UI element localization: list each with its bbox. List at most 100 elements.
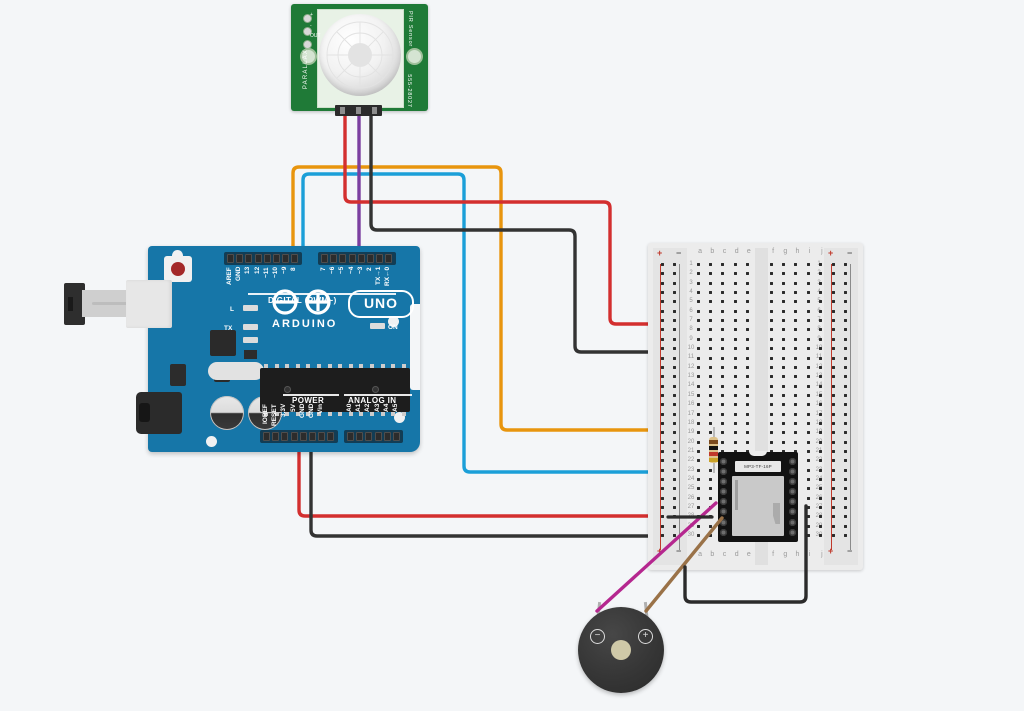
hole-r4-c0[interactable]: [697, 291, 700, 295]
hole-r26-c8[interactable]: [806, 496, 810, 500]
hole-r19-c4[interactable]: [745, 431, 749, 435]
hole-r16-c5[interactable]: [770, 403, 773, 407]
hole-r7-c2[interactable]: [721, 319, 725, 323]
hole-r5-c7[interactable]: [794, 300, 798, 304]
hole-r6-c8[interactable]: [806, 309, 810, 313]
rail-hole-s1-24-1[interactable]: [844, 487, 847, 491]
hole-r3-c7[interactable]: [794, 281, 798, 285]
hole-r7-c8[interactable]: [806, 319, 810, 323]
hole-r16-c2[interactable]: [721, 403, 725, 407]
rail-hole-s1-17-0[interactable]: [832, 421, 835, 425]
hole-r7-c9[interactable]: [818, 319, 822, 323]
hole-r10-c5[interactable]: [770, 347, 773, 351]
hole-r15-c0[interactable]: [697, 393, 700, 397]
hole-r8-c2[interactable]: [721, 328, 725, 332]
hole-r12-c0[interactable]: [697, 365, 700, 369]
hole-r12-c1[interactable]: [709, 365, 713, 369]
rail-hole-s0-14-0[interactable]: [661, 393, 664, 397]
hole-r18-c3[interactable]: [733, 421, 737, 425]
hole-r1-c3[interactable]: [733, 263, 737, 266]
hole-r2-c0[interactable]: [697, 272, 700, 276]
rail-hole-s1-20-1[interactable]: [844, 450, 847, 453]
hole-r8-c9[interactable]: [818, 328, 822, 332]
hole-r2-c5[interactable]: [770, 272, 773, 276]
hole-r19-c9[interactable]: [818, 431, 822, 435]
rail-hole-s0-7-1[interactable]: [673, 328, 676, 332]
rail-hole-s0-28-0[interactable]: [661, 524, 664, 528]
hole-r20-c0[interactable]: [697, 440, 700, 444]
hole-r4-c9[interactable]: [818, 291, 822, 295]
pir-sensor-module[interactable]: + - OUT PARALLAX PIR Sensor 555-28027: [291, 4, 428, 116]
rail-hole-s0-8-0[interactable]: [661, 337, 664, 341]
hole-r16-c9[interactable]: [818, 403, 822, 407]
microsd-card-slot[interactable]: [732, 476, 784, 536]
rail-hole-s0-3-1[interactable]: [673, 291, 676, 295]
rail-hole-s0-13-0[interactable]: [661, 384, 664, 388]
hole-r9-c9[interactable]: [818, 337, 822, 341]
hole-r10-c7[interactable]: [794, 347, 798, 351]
rail-hole-s0-22-0[interactable]: [661, 468, 664, 472]
rail-hole-s0-15-0[interactable]: [661, 403, 664, 407]
rail-hole-s0-12-1[interactable]: [673, 375, 676, 379]
hole-r7-c5[interactable]: [770, 319, 773, 323]
hole-r4-c5[interactable]: [770, 291, 773, 295]
hole-r9-c3[interactable]: [733, 337, 737, 341]
hole-r3-c2[interactable]: [721, 281, 725, 285]
hole-r10-c8[interactable]: [806, 347, 810, 351]
hole-r23-c9[interactable]: [818, 468, 822, 472]
hole-r22-c9[interactable]: [818, 459, 822, 463]
hole-r18-c9[interactable]: [818, 421, 822, 425]
hole-r8-c6[interactable]: [782, 328, 786, 332]
rail-hole-s0-0-0[interactable]: [661, 263, 664, 266]
barrel-power-jack[interactable]: [136, 392, 182, 434]
rail-hole-s1-22-1[interactable]: [844, 468, 847, 472]
hole-r5-c3[interactable]: [733, 300, 737, 304]
hole-r2-c3[interactable]: [733, 272, 737, 276]
hole-r26-c0[interactable]: [697, 496, 700, 500]
hole-r6-c1[interactable]: [709, 309, 713, 313]
rail-hole-s0-29-1[interactable]: [673, 534, 676, 538]
hole-r16-c3[interactable]: [733, 403, 737, 407]
hole-r13-c3[interactable]: [733, 375, 737, 379]
hole-r2-c2[interactable]: [721, 272, 725, 276]
hole-r1-c7[interactable]: [794, 263, 798, 266]
hole-r14-c1[interactable]: [709, 384, 713, 388]
rail-hole-s1-14-1[interactable]: [844, 393, 847, 397]
hole-r23-c8[interactable]: [806, 468, 810, 472]
rail-hole-s1-19-0[interactable]: [832, 440, 835, 444]
hole-r12-c4[interactable]: [745, 365, 749, 369]
rail-hole-s0-27-1[interactable]: [673, 515, 676, 519]
hole-r16-c7[interactable]: [794, 403, 798, 407]
hole-r21-c7[interactable]: [794, 450, 798, 453]
hole-r29-c1[interactable]: [709, 524, 713, 528]
hole-r9-c1[interactable]: [709, 337, 713, 341]
hole-r27-c9[interactable]: [818, 506, 822, 510]
hole-r11-c2[interactable]: [721, 356, 725, 360]
rail-hole-s0-21-1[interactable]: [673, 459, 676, 463]
hole-r5-c6[interactable]: [782, 300, 786, 304]
hole-r3-c0[interactable]: [697, 281, 700, 285]
rail-hole-s1-7-0[interactable]: [832, 328, 835, 332]
rail-hole-s0-16-1[interactable]: [673, 412, 676, 416]
rail-hole-s1-9-1[interactable]: [844, 347, 847, 351]
hole-r11-c3[interactable]: [733, 356, 737, 360]
hole-r25-c9[interactable]: [818, 487, 822, 491]
rail-hole-s0-27-0[interactable]: [661, 515, 664, 519]
rail-hole-s1-0-0[interactable]: [832, 263, 835, 266]
hole-r13-c9[interactable]: [818, 375, 822, 379]
rail-hole-s1-21-1[interactable]: [844, 459, 847, 463]
hole-r16-c4[interactable]: [745, 403, 749, 407]
hole-r21-c9[interactable]: [818, 450, 822, 453]
hole-r17-c2[interactable]: [721, 412, 725, 416]
rail-hole-s0-25-0[interactable]: [661, 496, 664, 500]
rail-hole-s1-25-0[interactable]: [832, 496, 835, 500]
hole-r20-c9[interactable]: [818, 440, 822, 444]
hole-r24-c0[interactable]: [697, 478, 700, 482]
rail-hole-s0-11-1[interactable]: [673, 365, 676, 369]
rail-hole-s1-17-1[interactable]: [844, 421, 847, 425]
rail-hole-s0-1-1[interactable]: [673, 272, 676, 276]
hole-r9-c8[interactable]: [806, 337, 810, 341]
hole-r9-c6[interactable]: [782, 337, 786, 341]
pir-3pin-header[interactable]: [335, 105, 382, 116]
hole-r13-c2[interactable]: [721, 375, 725, 379]
